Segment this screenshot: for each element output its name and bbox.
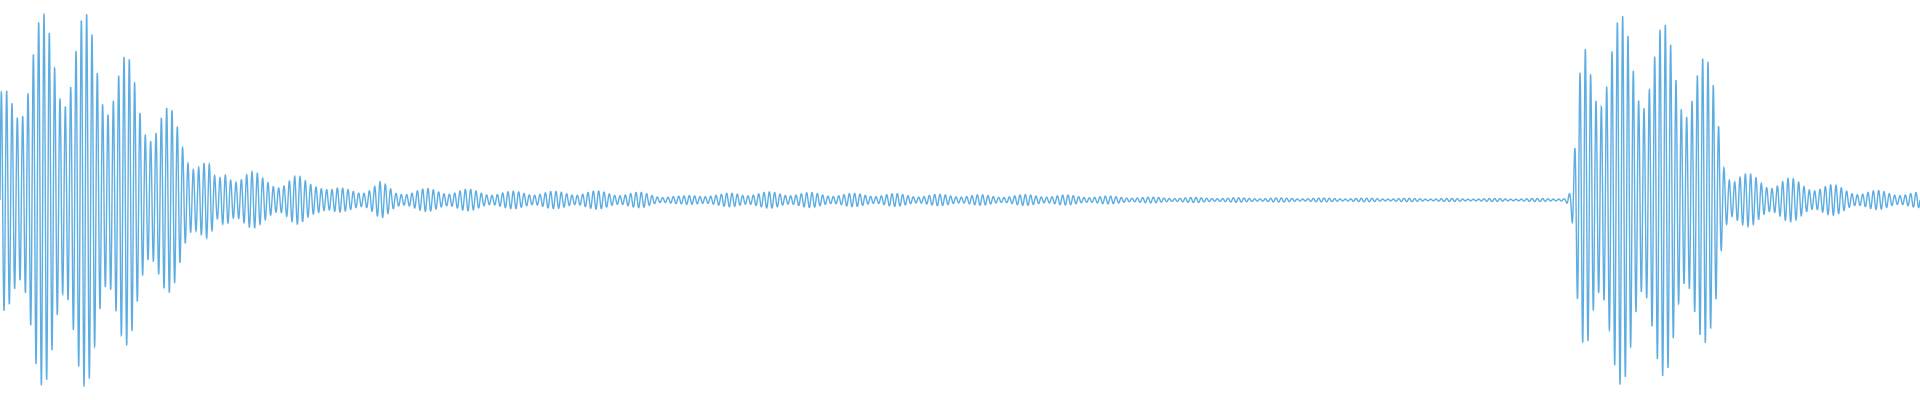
waveform-trace — [0, 13, 1920, 387]
